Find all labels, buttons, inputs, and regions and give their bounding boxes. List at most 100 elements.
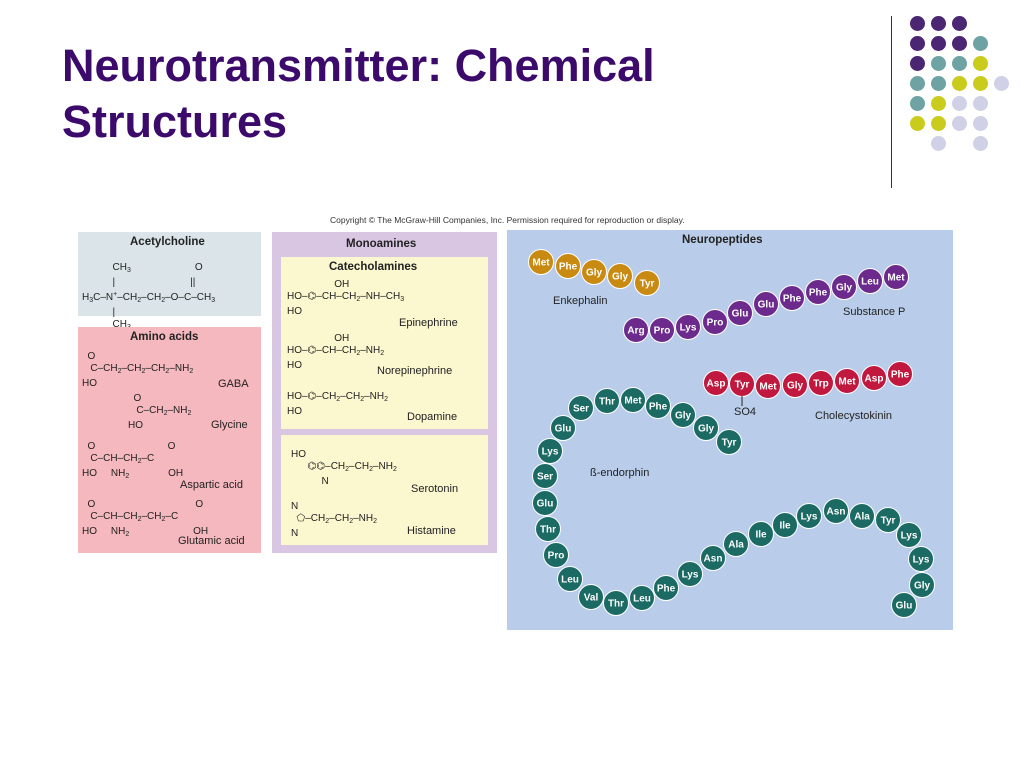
- endorphin-residue-text: Tyr: [881, 516, 896, 527]
- endorphin-residue: Ser: [568, 395, 594, 421]
- enkephalin-residue: Phe: [555, 253, 581, 279]
- substance-p-residue-text: Gly: [836, 283, 853, 294]
- endorphin-residue: Leu: [629, 585, 655, 611]
- decorative-dot: [973, 56, 988, 71]
- amino-acids-panel: Amino acids O C–CH2–CH2–CH2–NH2 HO GABA …: [78, 327, 261, 553]
- endorphin-residue: Thr: [603, 590, 629, 616]
- enkephalin-residue-text: Gly: [612, 272, 629, 283]
- endorphin-residue-text: Lys: [542, 447, 559, 458]
- monoamines-title: Monoamines: [346, 238, 417, 250]
- cholecystokinin-residue-text: Asp: [865, 374, 884, 385]
- substance-p-residue: Leu: [857, 268, 883, 294]
- decorative-dot: [910, 56, 925, 71]
- endorphin-residue: Thr: [594, 388, 620, 414]
- endorphin-residue-text: Leu: [633, 594, 651, 605]
- endorphin-residue-text: Asn: [704, 554, 723, 565]
- substance-p-residue-text: Glu: [732, 309, 749, 320]
- decorative-dot: [910, 36, 925, 51]
- decorative-dot: [994, 76, 1009, 91]
- decorative-dot: [952, 36, 967, 51]
- norepinephrine-structure: OH HO–⌬–CH–CH2–NH2 HO: [287, 333, 385, 371]
- decorative-dot: [931, 16, 946, 31]
- serotonin-structure: HO ⌬⌬–CH2–CH2–NH2 N: [291, 449, 397, 487]
- cholecystokinin-residue: Asp: [861, 365, 887, 391]
- cholecystokinin-residue-text: Trp: [813, 379, 829, 390]
- cholecystokinin-residue-text: Met: [759, 382, 777, 393]
- endorphin-residue: Pro: [543, 542, 569, 568]
- endorphin-residue: Ile: [772, 512, 798, 538]
- enkephalin-residue: Gly: [607, 263, 633, 289]
- substance-p-residue-text: Arg: [627, 326, 644, 337]
- so4-label: SO4: [734, 406, 757, 418]
- endorphin-residue-text: Met: [624, 396, 642, 407]
- decorative-dot: [973, 116, 988, 131]
- endorphin-residue-text: Glu: [896, 601, 913, 612]
- histamine-structure: N ⬠–CH2–CH2–NH2 N: [291, 501, 378, 539]
- endorphin-residue-text: Gly: [914, 581, 931, 592]
- glycine-label: Glycine: [211, 419, 248, 431]
- serotonin-label: Serotonin: [411, 483, 459, 495]
- substance-p-residue: Pro: [649, 317, 675, 343]
- endorphin-residue-text: Lys: [901, 531, 918, 542]
- substance-p-residue: Gly: [831, 274, 857, 300]
- acetylcholine-structure: CH3 O | || H3C–N+–CH2–CH2–O–C–CH3 | CH3: [82, 262, 216, 331]
- cholecystokinin-label: Cholecystokinin: [815, 410, 893, 422]
- decorative-dot: [910, 116, 925, 131]
- endorphin-residue: Lys: [677, 561, 703, 587]
- endorphin-residue-text: Val: [584, 593, 599, 604]
- cholecystokinin-residue-text: Phe: [891, 370, 910, 381]
- endorphin-residue-text: Lys: [801, 512, 818, 523]
- endorphin-residue: Ser: [532, 463, 558, 489]
- substance-p-residue-text: Lys: [680, 323, 697, 334]
- acetylcholine-title: Acetylcholine: [130, 236, 205, 248]
- decorative-dot: [952, 16, 967, 31]
- endorphin-residue-text: Tyr: [722, 438, 737, 449]
- endorphin-residue: Phe: [645, 393, 671, 419]
- indoleamine-box: HO ⌬⌬–CH2–CH2–NH2 N Serotonin N ⬠–CH2–CH…: [281, 435, 488, 545]
- substance-p-residue-text: Pro: [654, 326, 671, 337]
- norepinephrine-label: Norepinephrine: [377, 365, 453, 377]
- decorative-dot: [973, 36, 988, 51]
- monoamines-panel: Monoamines Catecholamines OH HO–⌬–CH–CH2…: [272, 232, 497, 553]
- enkephalin-residue-text: Gly: [586, 268, 603, 279]
- endorphin-residue: Gly: [909, 572, 935, 598]
- neuropeptides-title: Neuropeptides: [682, 234, 763, 246]
- endorphin-residue: Ala: [849, 503, 875, 529]
- endorphin-residue-text: Ala: [854, 512, 870, 523]
- endorphin-residue: Lys: [908, 546, 934, 572]
- endorphin-residue: Ala: [723, 531, 749, 557]
- decorative-dot: [973, 76, 988, 91]
- cholecystokinin-residue-text: Tyr: [735, 380, 750, 391]
- endorphin-residue: Glu: [532, 490, 558, 516]
- endorphin-residue: Met: [620, 387, 646, 413]
- copyright-notice: Copyright © The McGraw-Hill Companies, I…: [330, 215, 685, 225]
- cholecystokinin-residue: Met: [834, 368, 860, 394]
- endorphin-residue: Glu: [891, 592, 917, 618]
- endorphin-residue-text: Thr: [599, 397, 615, 408]
- endorphin-residue-text: Ile: [755, 530, 767, 541]
- substance-p-residue: Glu: [753, 291, 779, 317]
- endorphin-residue-text: Pro: [548, 551, 565, 562]
- endorphin-residue: Lys: [796, 503, 822, 529]
- endorphin-residue: Asn: [700, 545, 726, 571]
- dopamine-label: Dopamine: [407, 411, 458, 423]
- page-title: Neurotransmitter: Chemical Structures: [62, 40, 655, 147]
- endorphin-residue: Lys: [537, 438, 563, 464]
- glutamic-acid-structure: O O C–CH–CH2–CH2–C HO NH2 OH: [82, 499, 209, 538]
- histamine-label: Histamine: [407, 525, 456, 537]
- cholecystokinin-residue-text: Gly: [787, 381, 804, 392]
- decorative-dot: [931, 56, 946, 71]
- enkephalin-residue-text: Tyr: [640, 279, 655, 290]
- endorphin-residue-text: Ala: [728, 540, 744, 551]
- enkephalin-label: Enkephalin: [553, 295, 608, 307]
- substance-p-residue: Glu: [727, 300, 753, 326]
- substance-p-residue: Phe: [779, 285, 805, 311]
- endorphin-residue: Tyr: [716, 429, 742, 455]
- endorphin-residue: Lys: [896, 522, 922, 548]
- decorative-dot: [910, 76, 925, 91]
- endorphin-residue-text: Thr: [540, 525, 556, 536]
- cholecystokinin-residue: Gly: [782, 372, 808, 398]
- endorphin-residue-text: Ser: [537, 472, 553, 483]
- substance-p-residue-text: Pro: [707, 318, 724, 329]
